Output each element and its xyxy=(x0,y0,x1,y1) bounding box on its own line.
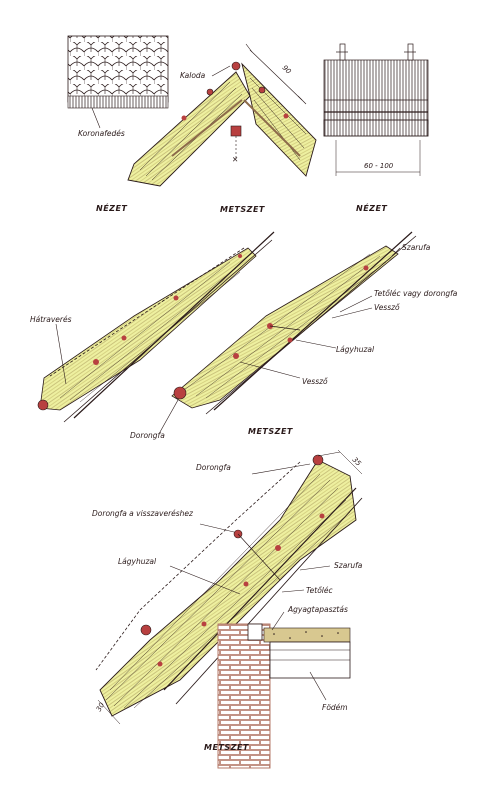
kaloda-pole-right xyxy=(258,86,266,94)
top-right-view: 60 - 100 NÉZET xyxy=(323,43,429,213)
label-veszo-1: Vessző xyxy=(374,303,400,312)
label-agyagtapasztas: Agyagtapasztás xyxy=(287,605,348,614)
label-dorongfa-vissza: Dorongfa a visszaveréshez xyxy=(92,509,194,518)
label-szarufa-mid: Szarufa xyxy=(402,243,431,252)
caption-top-right: NÉZET xyxy=(356,202,387,213)
dim-35-text: 35 xyxy=(351,456,363,468)
middle-right-slope: Szarufa Tetőléc vagy dorongfa Vessző Lág… xyxy=(130,231,458,440)
label-szarufa-bottom: Szarufa xyxy=(334,561,363,570)
label-veszo-2: Vessző xyxy=(302,377,328,386)
label-hatraveres: Hátraverés xyxy=(30,315,72,324)
fodem-leader xyxy=(309,671,327,701)
wall-plate xyxy=(247,623,263,641)
dorongfa-vissza-leader xyxy=(199,523,235,533)
rafter-left xyxy=(171,99,243,157)
caption-top-middle: METSZET xyxy=(220,205,265,214)
label-tetoleci: Tetőléc vagy dorongfa xyxy=(374,289,458,298)
lagyhuzal-bottom-leader xyxy=(169,565,241,595)
ridge-thatch-strip xyxy=(67,95,169,109)
slope-a-outline xyxy=(49,247,245,377)
dorongfa-a-end xyxy=(37,399,49,411)
label-kaloda: Kaloda xyxy=(180,71,206,80)
bottom-dashed-outline xyxy=(95,461,301,671)
label-dorongfa-mid: Dorongfa xyxy=(130,431,165,440)
ridge-block xyxy=(230,125,242,137)
tetolec-bottom-leader xyxy=(281,589,305,593)
top-left-view: Koronafedés NÉZET xyxy=(67,35,169,213)
dim-90-line xyxy=(249,49,303,101)
brick-wall xyxy=(217,623,271,769)
ridge-front-cap xyxy=(323,119,429,137)
clay-layer xyxy=(263,627,351,643)
agyag-leader xyxy=(271,611,285,631)
middle-left-slope: Hátraverés xyxy=(30,231,275,423)
caption-middle: METSZET xyxy=(248,427,293,436)
kaloda-leader xyxy=(211,65,231,77)
veszo-1-leader xyxy=(331,307,373,319)
dorongfa-top-pole xyxy=(312,454,324,466)
dim-60-100-text: 60 - 100 xyxy=(364,162,394,170)
label-lagyhuzal-bottom: Lágyhuzal xyxy=(118,557,157,566)
kaloda-pole-top xyxy=(231,61,241,71)
dim-90-text: 90 xyxy=(281,64,293,76)
dorongfa-bottom-leader xyxy=(251,463,311,475)
veszo-2-leader xyxy=(239,361,301,379)
lagyhuzal-leader-mid xyxy=(295,339,337,349)
hatraveres-leader xyxy=(55,323,67,385)
koronafedes-leader xyxy=(91,107,101,129)
slope-b-thatch xyxy=(171,245,399,409)
scale-roof-panel xyxy=(67,35,169,103)
ridge-front-thatch xyxy=(323,59,429,125)
label-dorongfa-bottom: Dorongfa xyxy=(196,463,231,472)
ridge-mark: ✕ xyxy=(232,155,238,164)
bottom-thatch xyxy=(99,459,357,717)
szarufa-leader-mid xyxy=(391,247,401,257)
slope-b-rafter xyxy=(213,231,413,411)
szarufa-bottom-leader xyxy=(299,565,331,571)
top-middle-section: ✕ Kaloda 90 METSZET xyxy=(127,43,317,214)
caption-top-left: NÉZET xyxy=(96,202,127,213)
label-koronafedes: Koronafedés xyxy=(78,129,125,138)
tetoleci-leader xyxy=(339,295,373,313)
rafter-right xyxy=(243,99,301,157)
dorongfa-leader-mid xyxy=(159,399,179,433)
kaloda-pole-left xyxy=(206,88,214,96)
bottom-hatching xyxy=(105,473,351,709)
slope-a-rafter xyxy=(73,231,275,419)
left-slope-thatch xyxy=(127,71,251,187)
dorongfa-low-pole xyxy=(140,624,152,636)
dim-30-text: 30 xyxy=(95,701,107,713)
dorongfa-b-end xyxy=(173,386,187,400)
bottom-section: Dorongfa Dorongfa a visszaveréshez Lágyh… xyxy=(92,449,363,769)
bottom-rafter xyxy=(163,487,357,691)
pole-low-left xyxy=(181,115,187,121)
pole-low-right xyxy=(283,113,289,119)
label-tetolec: Tetőléc xyxy=(306,586,333,595)
slope-a-thatch xyxy=(39,247,257,411)
label-lagyhuzal-mid: Lágyhuzal xyxy=(336,345,375,354)
label-fodem: Födém xyxy=(322,703,348,712)
caption-bottom: METSZET xyxy=(204,743,249,752)
